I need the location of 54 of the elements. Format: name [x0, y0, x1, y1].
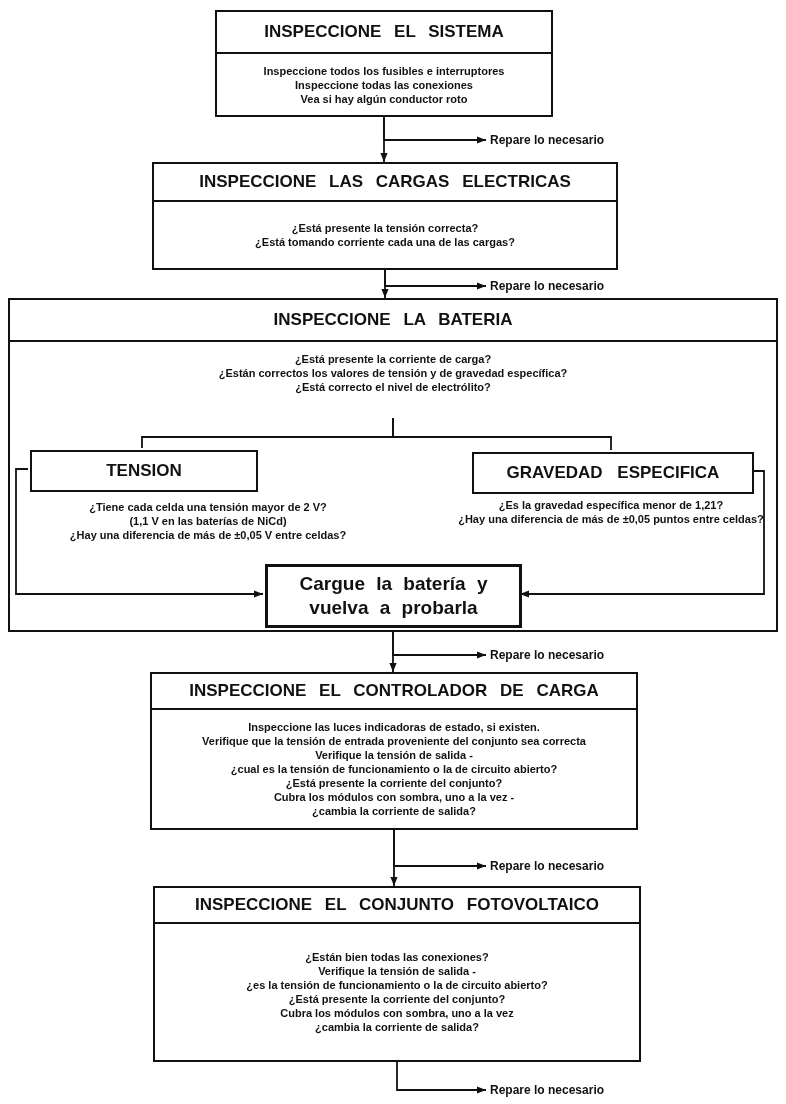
question-text: Inspeccione todos los fusibles e interruptores	[263, 63, 505, 78]
process-box	[472, 452, 754, 494]
heading-band: INSPECCIONE EL SISTEMA	[217, 12, 551, 54]
question-text: Cubra los módulos con sombra, uno a la vez -	[273, 790, 515, 804]
process-box	[153, 886, 641, 1062]
question-text: Inspeccione todas las conexiones	[295, 77, 473, 92]
question-text: Verifique la tensión de salida -	[315, 748, 473, 762]
heading-band: INSPECCIONE LAS CARGAS ELECTRICAS	[154, 164, 616, 202]
box-title: TENSION	[106, 460, 182, 482]
action-text: Repare lo necesario	[490, 858, 606, 875]
arrow	[383, 116, 487, 144]
question-text: ¿Hay una diferencia de más de ±0,05 puntos entre celdas?	[458, 512, 764, 526]
action-text: Repare lo necesario	[490, 278, 606, 295]
box-title: Cargue la batería y vuelva a probarla	[298, 572, 489, 620]
question-text: ¿Está presente la corriente del conjunto?	[285, 776, 503, 790]
heading-band: INSPECCIONE EL CONJUNTO FOTOVOLTAICO	[155, 888, 639, 924]
arrow	[15, 468, 264, 598]
question-text: (1,1 V en las baterías de NiCd)	[129, 514, 287, 528]
question-text: ¿Es la gravedad específica menor de 1,21?	[498, 498, 724, 512]
process-box	[150, 672, 638, 830]
question-text: ¿Está presente la tensión correcta?	[291, 221, 479, 235]
arrow	[393, 829, 487, 870]
arrow	[519, 470, 765, 598]
question-text: ¿Hay una diferencia de más de ±0,05 V entre celdas?	[69, 528, 347, 542]
question-text: Vea si hay algún conductor roto	[300, 91, 468, 106]
question-text: Verifique que la tensión de entrada proveniente del conjunto sea correcta	[202, 734, 586, 748]
question-text: Cubra los módulos con sombra, uno a la vez	[280, 1006, 514, 1020]
question-text: Verifique la tensión de salida -	[318, 964, 476, 978]
question-text: ¿Tiene cada celda una tensión mayor de 2 V?	[89, 500, 327, 514]
question-text: ¿cual es la tensión de funcionamiento o la de circuito abierto?	[230, 762, 558, 776]
question-text: Inspeccione las luces indicadoras de estado, si existen.	[248, 720, 540, 734]
heading-band: INSPECCIONE LA BATERIA	[10, 300, 776, 342]
question-text: ¿Está presente la corriente del conjunto?	[288, 992, 506, 1006]
process-box	[30, 450, 258, 492]
action-text: Repare lo necesario	[490, 132, 606, 149]
action-text: Repare lo necesario	[490, 1082, 606, 1099]
question-text: ¿Está tomando corriente cada una de las cargas?	[255, 235, 515, 249]
question-text: ¿es la tensión de funcionamiento o la de circuito abierto?	[246, 978, 548, 992]
question-text: ¿cambia la corriente de salida?	[312, 804, 476, 818]
arrow	[384, 269, 487, 290]
question-text: ¿Están correctos los valores de tensión y de gravedad específica?	[218, 366, 568, 380]
container-box	[8, 298, 778, 632]
action-text: Repare lo necesario	[490, 647, 606, 664]
process-box	[215, 10, 553, 117]
process-box	[152, 162, 618, 270]
question-text: ¿Está presente la corriente de carga?	[294, 352, 492, 366]
heading-band: INSPECCIONE EL CONTROLADOR DE CARGA	[152, 674, 636, 710]
arrow	[392, 631, 487, 659]
question-text: ¿cambia la corriente de salida?	[315, 1020, 479, 1034]
arrow	[396, 1061, 487, 1094]
box-title: GRAVEDAD ESPECIFICA	[506, 462, 720, 484]
process-box	[265, 564, 522, 628]
question-text: ¿Está correcto el nivel de electrólito?	[295, 380, 491, 394]
question-text: ¿Están bien todas las conexiones?	[305, 950, 489, 964]
